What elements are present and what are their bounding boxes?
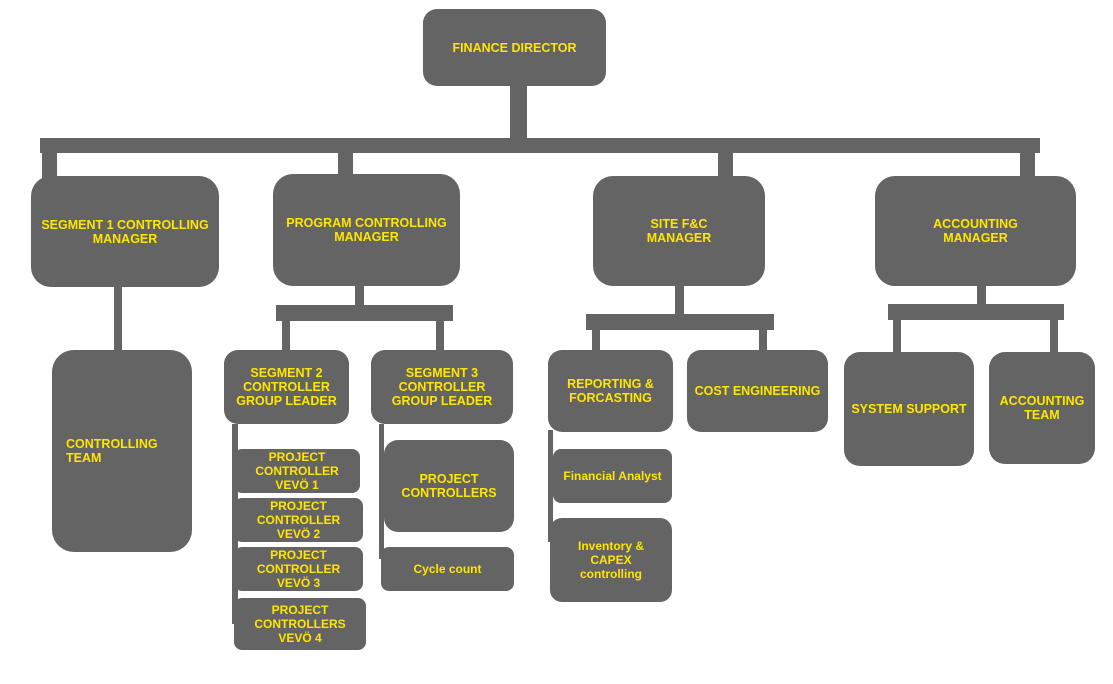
project-controllers-box: PROJECT CONTROLLERS bbox=[384, 440, 514, 532]
accounting-manager-box: ACCOUNTING MANAGER bbox=[875, 176, 1076, 286]
inventory-capex-box: Inventory & CAPEX controlling bbox=[550, 518, 672, 602]
cost-engineering-label: COST ENGINEERING bbox=[694, 384, 821, 398]
connector-line bbox=[510, 86, 527, 138]
controlling-team-box: CONTROLLING TEAM bbox=[52, 350, 192, 552]
segment3-leader-box: SEGMENT 3 CONTROLLER GROUP LEADER bbox=[371, 350, 513, 424]
project-controllers-vevo4-label: PROJECT CONTROLLERS VEVÖ 4 bbox=[254, 603, 346, 645]
segment2-leader-label: SEGMENT 2 CONTROLLER GROUP LEADER bbox=[236, 366, 337, 408]
accounting-manager-label: ACCOUNTING MANAGER bbox=[933, 217, 1018, 245]
cycle-count-box: Cycle count bbox=[381, 547, 514, 591]
project-controllers-label: PROJECT CONTROLLERS bbox=[401, 472, 497, 500]
reporting-forcasting-label: REPORTING & FORCASTING bbox=[567, 377, 654, 405]
financial-analyst-box: Financial Analyst bbox=[553, 449, 672, 503]
reporting-forcasting-box: REPORTING & FORCASTING bbox=[548, 350, 673, 432]
segment2-leader-box: SEGMENT 2 CONTROLLER GROUP LEADER bbox=[224, 350, 349, 424]
controlling-team-label: CONTROLLING TEAM bbox=[66, 437, 158, 465]
connector-line bbox=[1050, 318, 1058, 354]
connector-line bbox=[1020, 150, 1035, 178]
connector-line bbox=[675, 286, 684, 316]
connector-line bbox=[114, 286, 122, 352]
project-controller-vevo2-label: PROJECT CONTROLLER VEVÖ 2 bbox=[256, 499, 341, 541]
segment1-manager-box: SEGMENT 1 CONTROLLING MANAGER bbox=[31, 176, 219, 287]
connector-line bbox=[276, 305, 453, 321]
cycle-count-label: Cycle count bbox=[413, 562, 482, 576]
connector-line bbox=[436, 318, 444, 352]
system-support-box: SYSTEM SUPPORT bbox=[844, 352, 974, 466]
financial-analyst-label: Financial Analyst bbox=[563, 469, 662, 483]
project-controller-vevo1-label: PROJECT CONTROLLER VEVÖ 1 bbox=[255, 450, 339, 492]
connector-line bbox=[355, 286, 364, 306]
connector-line bbox=[548, 430, 553, 542]
project-controllers-vevo4-box: PROJECT CONTROLLERS VEVÖ 4 bbox=[234, 598, 366, 650]
segment3-leader-label: SEGMENT 3 CONTROLLER GROUP LEADER bbox=[391, 366, 493, 408]
project-controller-vevo1-box: PROJECT CONTROLLER VEVÖ 1 bbox=[234, 449, 360, 493]
project-controller-vevo3-label: PROJECT CONTROLLER VEVÖ 3 bbox=[256, 548, 341, 590]
connector-line bbox=[379, 424, 384, 559]
site-manager-box: SITE F&C MANAGER bbox=[593, 176, 765, 286]
accounting-team-label: ACCOUNTING TEAM bbox=[999, 394, 1085, 422]
connector-line bbox=[338, 150, 353, 178]
project-controller-vevo2-box: PROJECT CONTROLLER VEVÖ 2 bbox=[234, 498, 363, 542]
connector-line bbox=[888, 304, 1064, 320]
connector-line bbox=[282, 318, 290, 352]
system-support-label: SYSTEM SUPPORT bbox=[851, 402, 967, 416]
connector-line bbox=[40, 138, 1040, 153]
finance-director-box: FINANCE DIRECTOR bbox=[423, 9, 606, 86]
connector-line bbox=[893, 318, 901, 354]
segment1-manager-label: SEGMENT 1 CONTROLLING MANAGER bbox=[41, 217, 209, 246]
connector-line bbox=[592, 328, 600, 352]
connector-line bbox=[42, 150, 57, 178]
program-manager-box: PROGRAM CONTROLLING MANAGER bbox=[273, 174, 460, 286]
cost-engineering-box: COST ENGINEERING bbox=[687, 350, 828, 432]
site-manager-label: SITE F&C MANAGER bbox=[646, 217, 712, 245]
connector-line bbox=[718, 150, 733, 178]
connector-line bbox=[759, 328, 767, 352]
inventory-capex-label: Inventory & CAPEX controlling bbox=[577, 539, 644, 581]
program-manager-label: PROGRAM CONTROLLING MANAGER bbox=[286, 216, 447, 244]
project-controller-vevo3-box: PROJECT CONTROLLER VEVÖ 3 bbox=[234, 547, 363, 591]
connector-line bbox=[977, 286, 986, 306]
accounting-team-box: ACCOUNTING TEAM bbox=[989, 352, 1095, 464]
connector-line bbox=[586, 314, 774, 330]
finance-director-label: FINANCE DIRECTOR bbox=[452, 40, 577, 55]
